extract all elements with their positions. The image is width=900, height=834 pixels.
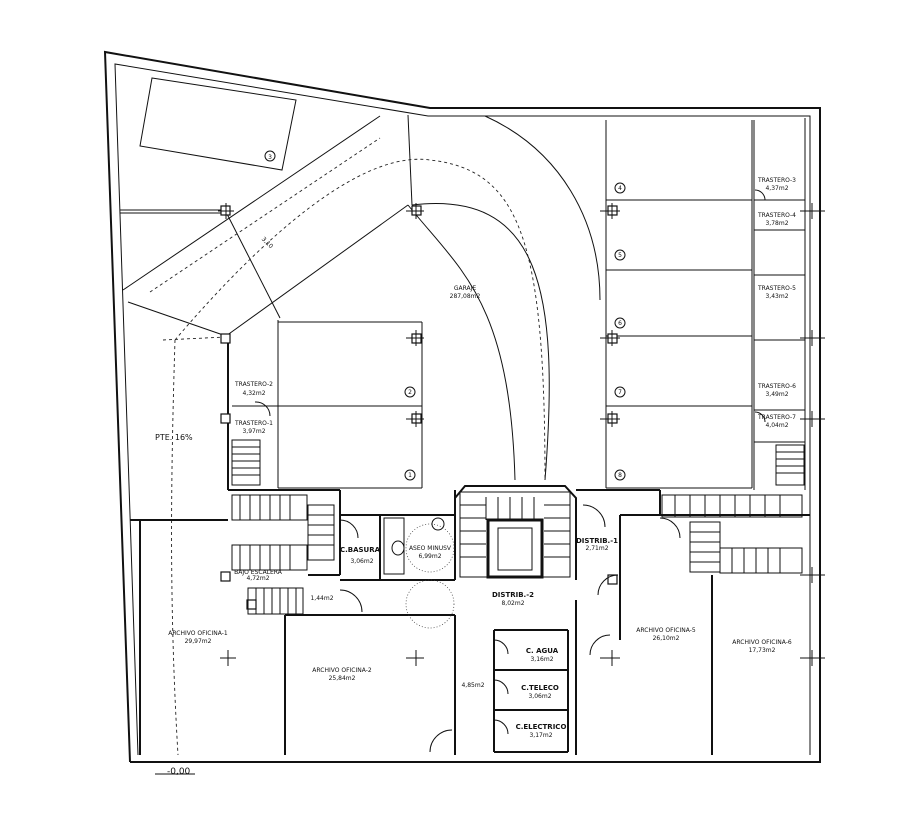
room-name: DISTRIB.-1 [576, 537, 618, 545]
room-name: DISTRIB.-2 [492, 591, 534, 599]
parking-number: 3 [268, 154, 272, 161]
room-name: TRASTERO-4 [757, 212, 796, 219]
room-area: 3,49m2 [765, 391, 788, 398]
room-area: 17,73m2 [749, 647, 776, 654]
parking-number: 7 [618, 389, 622, 396]
ramp: 3,10 [120, 114, 601, 756]
room-area: 8,02m2 [501, 600, 524, 607]
room-name: ARCHIVO OFICINA-1 [168, 630, 228, 637]
room-area: 29,97m2 [185, 638, 212, 645]
parking-number: 5 [618, 252, 622, 259]
parking-number: 1 [408, 472, 412, 479]
room-area: 4,04m2 [765, 422, 788, 429]
room-area: 3,16m2 [530, 656, 553, 663]
room-name: GARAJE [454, 285, 477, 292]
room-name: C.ELECTRICO [516, 723, 567, 731]
room-name: TRASTERO-7 [757, 414, 796, 421]
level-label: -0,00 [167, 767, 191, 777]
outer-walls [103, 50, 821, 763]
room-name: ASEO MINUSV [409, 545, 452, 552]
room-area: 26,10m2 [653, 635, 680, 642]
garage-partitions [227, 118, 806, 490]
room-name: TRASTERO-5 [757, 285, 796, 292]
room-name: TRASTERO-6 [757, 383, 796, 390]
room-name: ARCHIVO OFICINA-2 [312, 667, 372, 674]
column-crosshairs [218, 203, 825, 666]
room-area: 4,32m2 [242, 390, 265, 397]
room-name: TRASTERO-1 [234, 420, 273, 427]
stairs [231, 439, 805, 615]
room-area: 25,84m2 [329, 675, 356, 682]
room-area: 3,97m2 [242, 428, 265, 435]
room-labels: GARAJE 287,08m2 TRASTERO-1 3,97m2 TRASTE… [155, 177, 796, 777]
doors [254, 189, 766, 753]
room-name: C.TELECO [521, 684, 559, 692]
slope-label: PTE. 16% [155, 433, 193, 442]
parking-number: 4 [618, 185, 622, 192]
room-area: 2,71m2 [585, 545, 608, 552]
room-area: 3,06m2 [528, 693, 551, 700]
room-area: 4,72m2 [246, 575, 269, 582]
room-area: 3,17m2 [529, 732, 552, 739]
pool-outline: 3 [139, 77, 297, 171]
room-area: 6,99m2 [418, 553, 441, 560]
parking-numbers: 1 2 4 5 6 7 8 [404, 182, 626, 481]
lower-walls [130, 485, 810, 755]
room-name: BAJO ESCALERA [234, 569, 283, 576]
parking-number: 8 [618, 472, 622, 479]
room-area: 287,08m2 [450, 293, 481, 300]
room-area: 3,06m2 [350, 558, 373, 565]
room-name: ARCHIVO OFICINA-5 [636, 627, 696, 634]
parking-number: 2 [408, 389, 412, 396]
room-name: C. AGUA [526, 647, 559, 655]
room-name: ARCHIVO OFICINA-6 [732, 639, 792, 646]
room-area: 3,78m2 [765, 220, 788, 227]
small-area-label: 1,44m2 [310, 595, 333, 602]
room-name: TRASTERO-3 [757, 177, 796, 184]
room-area: 4,37m2 [765, 185, 788, 192]
room-name: TRASTERO-2 [234, 381, 273, 388]
small-area-label: 4,85m2 [461, 682, 484, 689]
parking-number: 6 [618, 320, 622, 327]
room-name: C.BASURA [340, 546, 381, 554]
room-area: 3,43m2 [765, 293, 788, 300]
restroom-fixtures [383, 517, 455, 629]
